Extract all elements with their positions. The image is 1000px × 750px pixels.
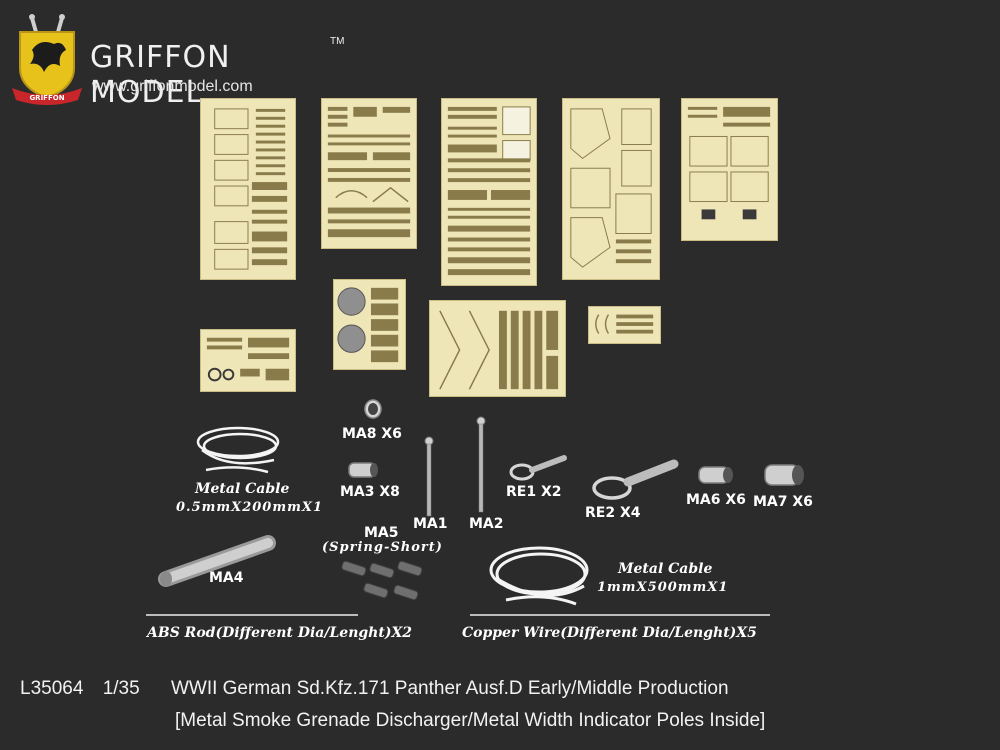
ma5-note: (Spring-Short) [322, 540, 443, 555]
photo-etch-sheet-7 [333, 279, 406, 370]
product-title: WWII German Sd.Kfz.171 Panther Ausf.D Ea… [170, 678, 729, 699]
re2-tow-eye-part [590, 454, 680, 504]
photo-etch-sheet-6 [200, 329, 296, 392]
ma5-label: MA5 [364, 525, 399, 541]
brand-url: www.griffonmodel.com [92, 78, 253, 95]
product-subtitle: [Metal Smoke Grenade Discharger/Metal Wi… [175, 710, 766, 731]
ma3-label: MA3 X8 [340, 484, 400, 500]
ma2-label: MA2 [469, 516, 504, 532]
copper-wire-part [470, 614, 770, 616]
product-scale: 1/35 [102, 678, 140, 699]
ma3-sleeve-part [346, 458, 380, 482]
photo-etch-sheet-4 [562, 98, 660, 280]
brand-header: GRIFFON GRIFFON MODEL TM www.griffonmode… [10, 10, 344, 110]
metal-cable-large-coil [484, 534, 594, 612]
logo-banner-text: GRIFFON [29, 94, 64, 102]
cable-large-title: Metal Cable [618, 561, 713, 577]
ma6-label: MA6 X6 [686, 492, 746, 508]
trademark-mark: TM [330, 36, 345, 47]
copper-wire-label: Copper Wire(Different Dia/Lenght)X5 [462, 625, 757, 641]
ma7-cylinder-part [762, 460, 806, 490]
re2-label: RE2 X4 [585, 505, 641, 521]
photo-etch-sheet-1 [200, 98, 296, 280]
ma5-spring-parts [340, 558, 432, 608]
re1-label: RE1 X2 [506, 484, 562, 500]
photo-etch-sheet-8 [429, 300, 566, 397]
ma7-label: MA7 X6 [753, 494, 813, 510]
product-code: L35064 [20, 678, 84, 699]
ma4-tube-part [156, 533, 280, 589]
photo-etch-sheet-3 [441, 98, 537, 286]
ma8-label: MA8 X6 [342, 426, 402, 442]
ma6-cylinder-part [696, 462, 736, 488]
ma1-width-indicator-pole [422, 436, 436, 518]
ma1-label: MA1 [413, 516, 448, 532]
cable-small-title: Metal Cable [195, 481, 290, 497]
cable-large-spec: 1mmX500mmX1 [597, 580, 729, 595]
photo-etch-sheet-9 [588, 306, 661, 344]
ma4-label: MA4 [209, 570, 244, 586]
ma2-width-indicator-pole [474, 416, 488, 514]
griffon-logo-icon: GRIFFON [10, 10, 85, 105]
photo-etch-sheet-5 [681, 98, 778, 241]
product-title-line: L35064 1/35 WWII German Sd.Kfz.171 Panth… [20, 678, 743, 700]
abs-rod-part [146, 614, 358, 616]
metal-cable-small-coil [188, 420, 288, 480]
re1-tow-eye-part [508, 450, 570, 484]
brand-name: GRIFFON MODEL [90, 40, 231, 110]
cable-small-spec: 0.5mmX200mmX1 [176, 500, 323, 515]
photo-etch-sheet-2 [321, 98, 417, 249]
ma8-ring-part [362, 398, 384, 420]
abs-rod-label: ABS Rod(Different Dia/Lenght)X2 [147, 625, 413, 641]
